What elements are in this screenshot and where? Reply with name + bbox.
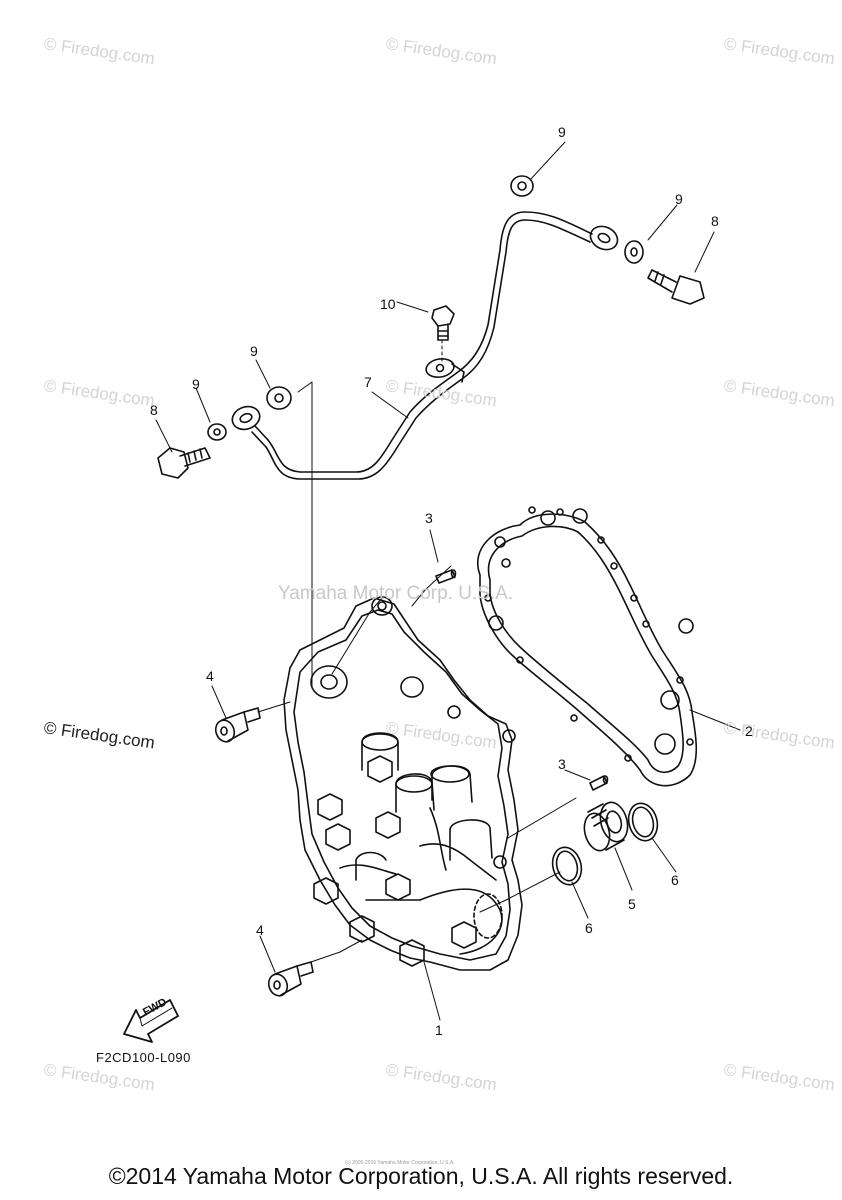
oil-pipe <box>231 211 619 480</box>
o-ring-right <box>627 802 659 842</box>
callout-9-c: 9 <box>250 343 258 359</box>
gasket <box>477 506 698 787</box>
leader-lines <box>155 141 741 1021</box>
callout-7: 7 <box>364 374 372 390</box>
small-bolt <box>431 305 455 341</box>
dowel-pin-lower <box>589 775 609 791</box>
washer-3 <box>510 175 534 197</box>
fwd-arrow <box>123 999 179 1043</box>
callout-5: 5 <box>628 896 636 912</box>
callout-3-upper: 3 <box>425 510 433 526</box>
socket-bolt-lower <box>267 961 314 997</box>
fine-print: (c) 2005-2016 Yamaha Motor Corporation, … <box>345 1160 455 1166</box>
o-ring-left <box>551 846 583 886</box>
callout-1: 1 <box>435 1022 443 1038</box>
callout-6-right: 6 <box>671 872 679 888</box>
socket-bolt-upper <box>214 707 261 743</box>
union-bolt-left <box>157 447 211 479</box>
callout-9-a: 9 <box>558 124 566 140</box>
union-bolt-right <box>647 269 705 305</box>
callout-3-lower: 3 <box>558 756 566 772</box>
callout-4-lower: 4 <box>256 922 264 938</box>
callout-4-upper: 4 <box>206 668 214 684</box>
dowel-pin-upper <box>435 569 457 584</box>
callout-9-d: 9 <box>192 376 200 392</box>
callout-2: 2 <box>745 723 753 739</box>
washer-1 <box>207 423 227 441</box>
washer-2 <box>266 386 292 410</box>
callout-8-left: 8 <box>150 402 158 418</box>
callout-9-b: 9 <box>675 191 683 207</box>
collar <box>583 801 629 852</box>
diagram-code: F2CD100-L090 <box>96 1050 191 1065</box>
callout-8-right: 8 <box>711 213 719 229</box>
callout-6-left: 6 <box>585 920 593 936</box>
callout-10: 10 <box>380 296 396 312</box>
copyright-notice: ©2014 Yamaha Motor Corporation, U.S.A. A… <box>108 1163 734 1189</box>
watermark-center-text: Yamaha Motor Corp. U.S.A. <box>278 583 514 604</box>
cover <box>283 596 523 971</box>
washer-4 <box>624 240 644 264</box>
